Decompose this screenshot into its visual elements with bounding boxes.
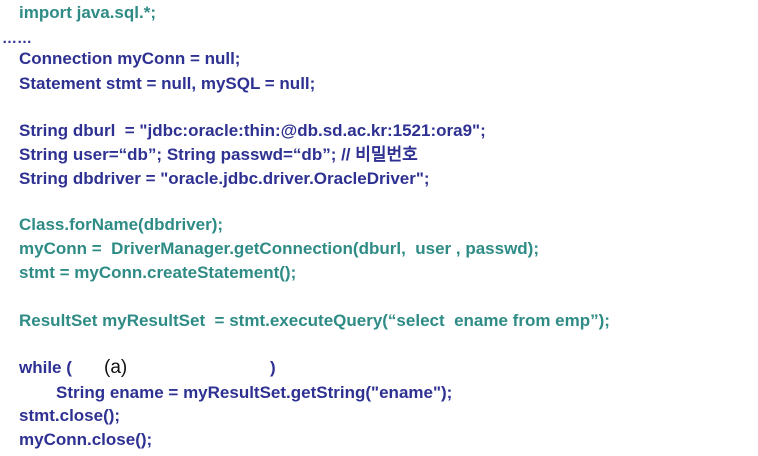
- dburl-declaration: String dburl = "jdbc:oracle:thin:@db.sd.…: [19, 121, 486, 140]
- get-string-statement: String ename = myResultSet.getString("en…: [56, 383, 453, 402]
- get-connection-call: myConn = DriverManager.getConnection(dbu…: [19, 239, 540, 258]
- user-passwd-declaration: String user=“db”; String passwd=“db”; //…: [19, 145, 418, 164]
- import-statement: import java.sql.*;: [19, 3, 156, 22]
- while-close-paren: ): [270, 358, 276, 377]
- while-keyword: while (: [19, 358, 72, 377]
- ellipsis: ……: [2, 30, 32, 47]
- class-forname-call: Class.forName(dbdriver);: [19, 215, 224, 234]
- create-statement-call: stmt = myConn.createStatement();: [19, 263, 297, 282]
- dbdriver-declaration: String dbdriver = "oracle.jdbc.driver.Or…: [19, 169, 430, 188]
- connection-declaration: Connection myConn = null;: [19, 49, 241, 68]
- execute-query-call: ResultSet myResultSet = stmt.executeQuer…: [19, 311, 610, 330]
- blank-a-label: (a): [104, 357, 128, 378]
- stmt-close-call: stmt.close();: [19, 406, 121, 425]
- conn-close-call: myConn.close();: [19, 430, 153, 449]
- statement-declaration: Statement stmt = null, mySQL = null;: [19, 74, 316, 93]
